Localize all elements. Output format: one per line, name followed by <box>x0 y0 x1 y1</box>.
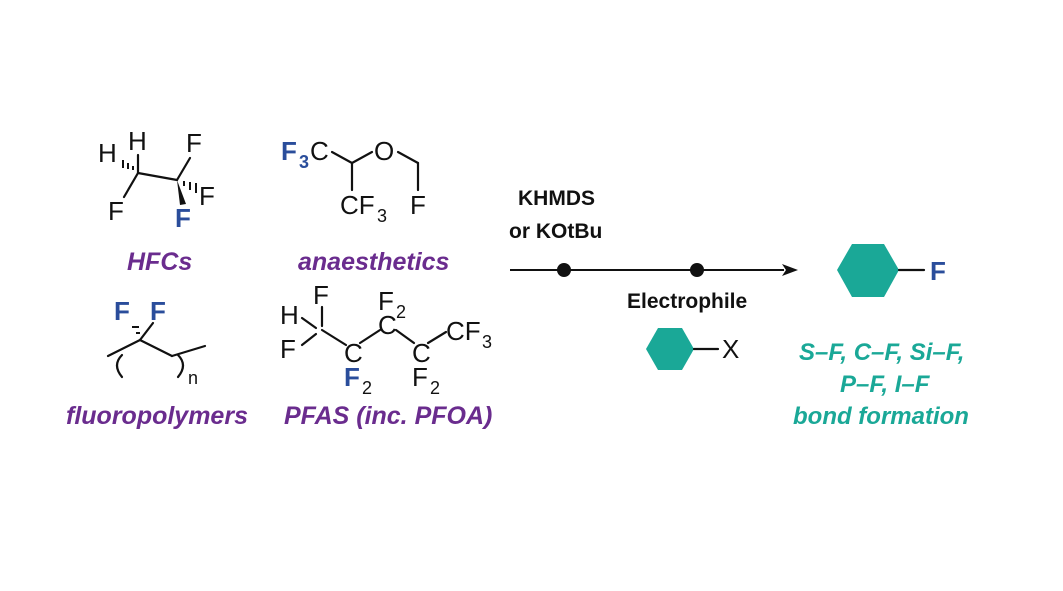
polymer-hashed-bond <box>132 326 140 334</box>
hfc-atom-f-right: F <box>199 181 215 211</box>
label-anaesthetics: anaesthetics <box>298 248 450 276</box>
anaesthetic-bond-1 <box>330 150 354 165</box>
fluoropolymer-structure: F F n <box>106 296 207 388</box>
polymer-bond-f-right <box>138 321 155 342</box>
polymer-subscript-n: n <box>188 368 198 388</box>
arrow-dot-right <box>690 263 704 277</box>
anaesthetic-atom-o: O <box>374 136 394 166</box>
label-hfcs: HFCs <box>127 248 192 276</box>
label-fluoropolymers: fluoropolymers <box>66 402 248 430</box>
hfc-atom-h-left: H <box>98 138 117 168</box>
pfas-structure: H F F C F 2 F 2 C C F 2 CF 3 <box>280 280 492 398</box>
hfc-atom-f-top: F <box>186 128 202 158</box>
outcome-line-2: P–F, I–F <box>840 371 931 398</box>
pfas-atom-sub-3: 2 <box>430 378 440 398</box>
pfas-bond-c1-c2 <box>358 328 382 345</box>
pfas-atom-f2-1: F <box>344 362 360 392</box>
polymer-bracket-right <box>176 353 185 379</box>
pfas-atom-f2-2: F <box>378 286 394 316</box>
pfas-atom-sub-2: 2 <box>396 302 406 322</box>
hfc-atom-f-bottom-left: F <box>108 196 124 226</box>
anaesthetic-bond-4 <box>396 150 420 165</box>
label-pfas: PFAS (inc. PFOA) <box>284 402 492 430</box>
polymer-atom-f-left: F <box>114 296 130 326</box>
pfas-atom-c1: C <box>344 338 363 368</box>
polymer-atom-f-right: F <box>150 296 166 326</box>
polymer-bracket-left <box>115 353 124 379</box>
hfc-wedge-bond <box>177 180 186 205</box>
product-atom-f: F <box>930 256 946 286</box>
anaesthetic-atom-f: F <box>410 190 426 220</box>
pfas-atom-cf: CF <box>446 316 481 346</box>
anaesthetic-atom-cf3-sub: 3 <box>377 206 387 226</box>
pfas-atom-c2: C <box>378 310 397 340</box>
hfc-bond-f-bottom-left <box>122 171 140 199</box>
arrow-head <box>782 264 798 276</box>
hfc-structure: H H F F F F <box>98 126 215 233</box>
anaesthetic-atom-cf: CF <box>340 190 375 220</box>
pfas-atom-f-left: F <box>280 334 296 364</box>
arrow-dot-left <box>557 263 571 277</box>
electrophile-hexagon <box>646 328 694 370</box>
pfas-atom-sub-1: 2 <box>362 378 372 398</box>
anaesthetic-structure: F 3 C O CF 3 F <box>281 136 426 226</box>
reagent-line-1: KHMDS <box>518 187 595 210</box>
outcome-line-1: S–F, C–F, Si–F, <box>799 339 964 366</box>
pfas-atom-f2-3: F <box>412 362 428 392</box>
polymer-bond-3 <box>170 344 207 358</box>
pfas-bond-c2-c3 <box>394 328 416 345</box>
polymer-bond-1 <box>106 338 142 358</box>
reagent-electrophile: Electrophile <box>627 290 747 313</box>
anaesthetic-bond-2 <box>350 150 374 165</box>
pfas-bond-c3-cf3 <box>426 330 448 345</box>
electrophile-structure: X <box>646 328 739 370</box>
hfc-bond-f-top <box>175 156 192 182</box>
hfc-hashed-bond-right <box>183 181 197 193</box>
pfas-bond-h <box>300 316 318 330</box>
pfas-atom-c3: C <box>412 338 431 368</box>
electrophile-atom-x: X <box>722 334 739 364</box>
product-structure: F <box>837 244 946 297</box>
hfc-cc-bond <box>136 171 179 182</box>
anaesthetic-atom-f3c-c: C <box>310 136 329 166</box>
outcome-line-3: bond formation <box>793 403 969 430</box>
polymer-bond-2 <box>138 338 174 358</box>
reagent-line-2: or KOtBu <box>509 220 602 243</box>
anaesthetic-atom-f3c-f: F <box>281 136 297 166</box>
reaction-arrow <box>510 263 798 277</box>
product-hexagon <box>837 244 899 297</box>
pfas-atom-h: H <box>280 300 299 330</box>
anaesthetic-atom-f3c-sub: 3 <box>299 152 309 172</box>
pfas-bond-f-left <box>300 332 318 347</box>
hfc-atom-f-blue: F <box>175 203 191 233</box>
pfas-atom-cf3-sub: 3 <box>482 332 492 352</box>
pfas-atom-f-top: F <box>313 280 329 310</box>
hfc-atom-h-top: H <box>128 126 147 156</box>
pfas-bond-c0-c1 <box>320 328 348 347</box>
hfc-hashed-bond <box>122 160 134 170</box>
